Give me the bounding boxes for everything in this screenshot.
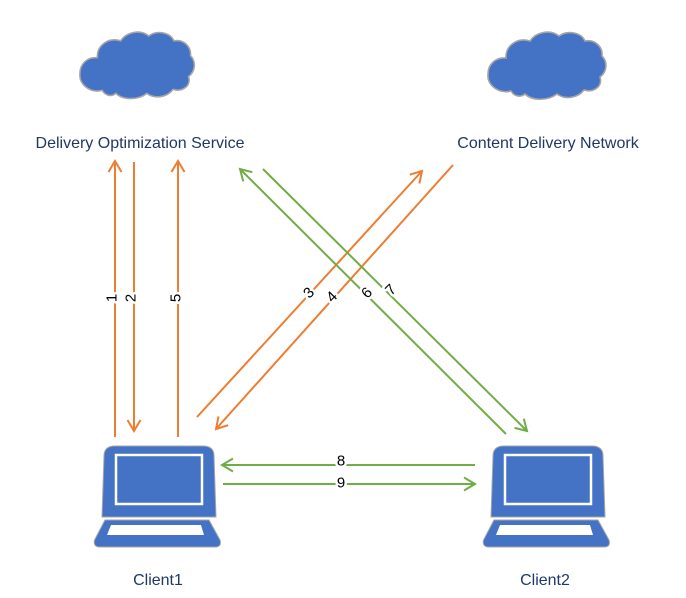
arrow-label-6: 6 <box>358 284 376 302</box>
arrow-4-cdn-to-client1 <box>214 164 454 431</box>
arrow-label-1: 1 <box>104 294 121 302</box>
arrow-3-client1-to-cdn <box>196 169 424 418</box>
laptop-icon-client2 <box>481 444 611 549</box>
arrow-label-4: 4 <box>323 288 341 306</box>
arrow-7-dos-to-client2 <box>262 168 529 433</box>
laptop-icon-client1 <box>92 444 222 549</box>
label-client1: Client1 <box>133 572 183 589</box>
arrow-label-9: 9 <box>337 475 345 492</box>
label-delivery-optimization-service: Delivery Optimization Service <box>36 135 245 152</box>
label-client2: Client2 <box>520 572 570 589</box>
arrow-label-7: 7 <box>382 281 400 299</box>
arrow-lines <box>107 159 529 492</box>
arrow-label-8: 8 <box>337 453 345 470</box>
arrow-label-5: 5 <box>168 294 185 302</box>
cloud-icon-content-delivery-network <box>487 31 607 101</box>
cloud-icon-delivery-optimization-service <box>79 31 196 100</box>
label-content-delivery-network: Content Delivery Network <box>457 135 639 152</box>
arrow-label-2: 2 <box>123 294 140 302</box>
arrow-6-client2-to-dos <box>238 167 507 435</box>
